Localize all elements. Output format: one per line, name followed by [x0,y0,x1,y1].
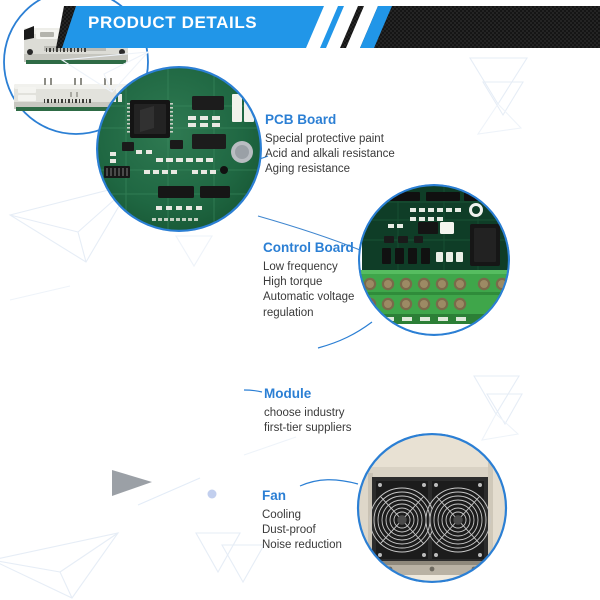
feature-line: Low frequency [263,260,338,273]
feature-text-fan: Fan Cooling Dust-proof Noise reduction [262,488,342,554]
feature-line: Acid and alkali resistance [265,148,395,161]
header-diagonal-stripes [306,6,378,48]
feature-text-control-board: Control Board Low frequency High torque … [263,240,354,321]
feature-text-pcb-board: PCB Board Special protective paint Acid … [265,112,395,178]
cooling-fan-photo [350,433,514,583]
header-blue-wedge [360,6,392,48]
feature-text-module: Module choose industry first-tier suppli… [264,386,352,436]
feature-title-control-board: Control Board [263,240,354,255]
feature-title-module: Module [264,386,312,401]
feature-title-fan: Fan [262,488,287,503]
feature-title-pcb-board: PCB Board [265,112,337,127]
feature-line: Aging resistance [265,163,351,176]
header-blue-shape [62,6,348,48]
header-title: PRODUCT DETAILS [88,13,258,32]
feature-line: Special protective paint [265,132,384,145]
feature-line: Noise reduction [262,539,342,552]
watermark-solid-triangle [112,470,152,496]
feature-line: first-tier suppliers [264,422,352,435]
leader-line-module [243,389,263,393]
watermark-blue-dot [207,489,217,499]
feature-line: choose industry [264,406,345,419]
feature-line: Automatic voltage [263,291,355,304]
control-board-photo [358,184,510,336]
watermark-paper-plane-bottom-left [0,532,120,599]
watermark-triangles-right-middle [473,375,523,441]
feature-line: Cooling [262,508,301,521]
leader-line-fan [299,479,359,487]
feature-line: High torque [263,276,323,289]
pcb-board-photo [96,66,262,232]
fan-grille-right [425,481,491,559]
feature-line: Dust-proof [262,524,316,537]
leader-line-control [317,321,373,349]
watermark-triangle-mid-left [175,235,213,268]
feature-line: regulation [263,306,314,319]
watermark-triangles-bottom-mid [195,532,265,584]
fan-grille-left [369,481,435,559]
watermark-triangles-top-right [469,57,528,135]
header-banner: PRODUCT DETAILS [0,0,600,56]
